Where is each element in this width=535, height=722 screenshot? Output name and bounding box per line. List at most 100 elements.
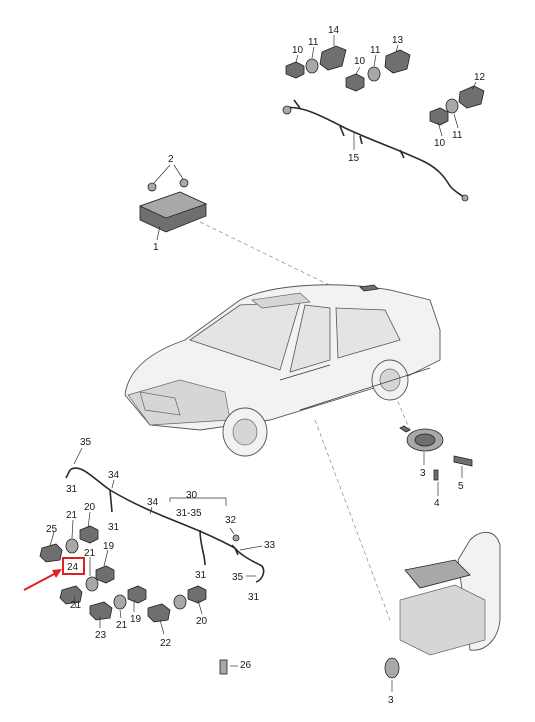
- front-side-window: [289, 304, 331, 373]
- red-arrow-shaft: [23, 571, 59, 591]
- rear-harness-group: [65, 447, 265, 583]
- front-bumper: [127, 379, 231, 426]
- nut-2b: [179, 178, 189, 188]
- callout-35a: 35: [80, 437, 92, 448]
- callout-24: 24: [67, 562, 79, 573]
- callout-15: 15: [348, 153, 360, 164]
- callout-5: 5: [458, 481, 464, 492]
- ring-11c: [445, 98, 459, 114]
- ring-21c: [113, 594, 127, 610]
- callout-1: 1: [153, 242, 159, 253]
- callout-34a: 34: [108, 470, 120, 481]
- seat-group: [384, 531, 501, 692]
- callout-10c: 10: [434, 138, 446, 149]
- callout-10a: 10: [292, 45, 304, 56]
- callout-19b: 19: [130, 614, 142, 625]
- callout-31c: 31: [195, 570, 207, 581]
- bracket-22: [147, 603, 171, 623]
- callout-11a: 11: [308, 37, 319, 48]
- sensor-10a: [285, 61, 305, 79]
- control-unit-group: [138, 164, 208, 241]
- callout-32: 32: [225, 515, 237, 526]
- seat-module: [404, 559, 471, 589]
- buzzer-3b: [384, 657, 400, 679]
- bracket-25: [39, 543, 63, 563]
- ref-line-seat: [314, 419, 391, 621]
- bracket-24: [59, 585, 83, 605]
- bracket-14: [319, 45, 347, 71]
- sensor-19b: [127, 585, 147, 604]
- front-sensor-group: [282, 45, 485, 202]
- harness-end-31a: [65, 469, 71, 479]
- sensor-10b: [345, 73, 365, 92]
- callout-11b: 11: [370, 45, 381, 56]
- buzzer-group: [399, 425, 473, 496]
- callout-13: 13: [392, 35, 404, 46]
- branch-31d: [231, 544, 265, 583]
- front-harness-15: [284, 106, 466, 199]
- front-wheel-hub: [232, 418, 258, 446]
- callout-11c: 11: [452, 130, 463, 141]
- sensor-19a: [95, 565, 115, 584]
- callout-21c: 21: [70, 600, 82, 611]
- front-leaders: [295, 35, 477, 150]
- rear-sensor-group: [39, 525, 238, 675]
- callout-20b: 20: [196, 616, 208, 627]
- callout-14: 14: [328, 25, 340, 36]
- ring-21d: [173, 594, 187, 610]
- rear-leaders: [49, 511, 203, 635]
- callout-30: 30: [186, 490, 198, 501]
- control-unit-top: [138, 191, 208, 219]
- rear-wheel-hub: [379, 368, 401, 392]
- buzzer-cone: [414, 433, 436, 447]
- callout-12: 12: [474, 72, 486, 83]
- red-arrow-head-icon: [52, 569, 62, 578]
- clip-4: [433, 469, 439, 481]
- callout-31a: 31: [66, 484, 78, 495]
- bracket-13: [384, 49, 411, 74]
- callout-10b: 10: [354, 56, 366, 67]
- ring-21a: [65, 538, 79, 554]
- branch-31b: [109, 489, 113, 513]
- ref-line-speaker: [394, 394, 411, 431]
- callout-31d: 31: [248, 592, 260, 603]
- branch-31c: [199, 529, 206, 566]
- part-26: [219, 659, 228, 675]
- callout-31b: 31: [108, 522, 120, 533]
- callout-21b: 21: [84, 548, 96, 559]
- highlight-box-24: [62, 557, 85, 575]
- sensor-20b: [187, 585, 207, 604]
- ring-21b: [85, 576, 99, 592]
- callout-3a: 3: [420, 468, 426, 479]
- callout-2: 2: [168, 154, 174, 165]
- connector-5: [453, 455, 473, 467]
- sunroof: [251, 292, 311, 309]
- callout-21a: 21: [66, 510, 78, 521]
- callout-33: 33: [264, 540, 276, 551]
- sensor-10c: [429, 107, 449, 126]
- harness-end: [461, 194, 469, 202]
- ring-11b: [367, 66, 381, 82]
- seat-base: [399, 584, 486, 656]
- callout-19a: 19: [103, 541, 115, 552]
- buzzer-tab: [399, 425, 411, 433]
- rear-harness-34: [69, 467, 239, 556]
- callout-35b: 35: [232, 572, 244, 583]
- sensor-20a: [79, 525, 99, 544]
- callout-3b: 3: [388, 695, 394, 706]
- bracket-12: [458, 85, 485, 109]
- callout-23: 23: [95, 630, 107, 641]
- connector-32: [232, 534, 240, 542]
- callout-34b: 34: [147, 497, 159, 508]
- callout-4: 4: [434, 498, 440, 509]
- callout-25: 25: [46, 524, 58, 535]
- harness-branches: [293, 99, 405, 159]
- callout-3135: 31-35: [176, 508, 202, 519]
- harness-connector: [282, 105, 292, 115]
- rear-side-window: [335, 307, 401, 359]
- ring-11a: [305, 58, 319, 74]
- bracket-23: [89, 601, 113, 621]
- roof-antenna: [359, 284, 379, 292]
